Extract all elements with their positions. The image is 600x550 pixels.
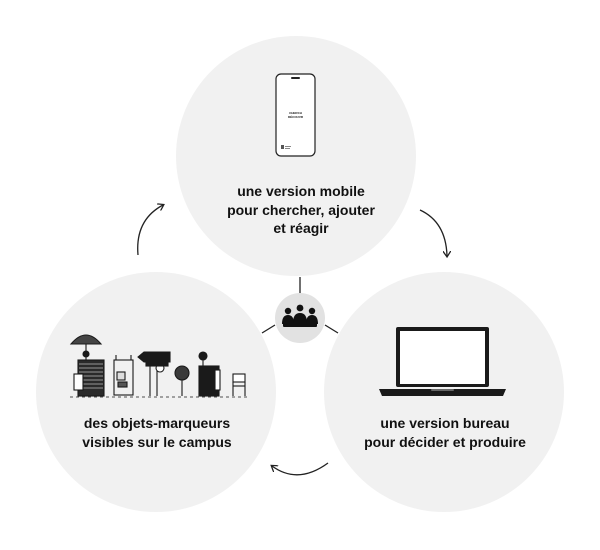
campus-markers-icon	[69, 334, 248, 398]
cycle-arrow-bottom	[272, 462, 329, 476]
caption-mobile-line-3: et réagir	[273, 220, 329, 236]
smartphone-icon: CHERCH DÉCOUVR	[275, 73, 316, 157]
caption-objets: des objets-marqueurs visibles sur le cam…	[52, 414, 262, 451]
caption-bureau-line-1: une version bureau	[380, 415, 510, 431]
caption-mobile-line-1: une version mobile	[237, 183, 365, 199]
caption-bureau-line-2: pour décider et produire	[364, 433, 526, 450]
phone-screen-line-1: CHERCH	[289, 111, 302, 115]
phone-screen-line-2: DÉCOUVR	[288, 114, 304, 119]
caption-objets-line-1: des objets-marqueurs	[83, 415, 231, 431]
group-people-icon	[282, 304, 318, 327]
hub-connectors	[261, 277, 339, 334]
caption-mobile: une version mobile pour chercher, ajoute…	[196, 182, 406, 238]
circle-objets	[36, 272, 276, 512]
cycle-arrow-right	[419, 209, 447, 256]
caption-objets-line-2: visibles sur le campus	[82, 433, 232, 450]
caption-mobile-line-2: pour chercher, ajouter	[227, 201, 375, 218]
caption-bureau: une version bureau pour décider et produ…	[340, 414, 550, 451]
cycle-arrow-left	[137, 205, 163, 256]
laptop-icon	[379, 327, 506, 396]
hub	[275, 293, 325, 343]
